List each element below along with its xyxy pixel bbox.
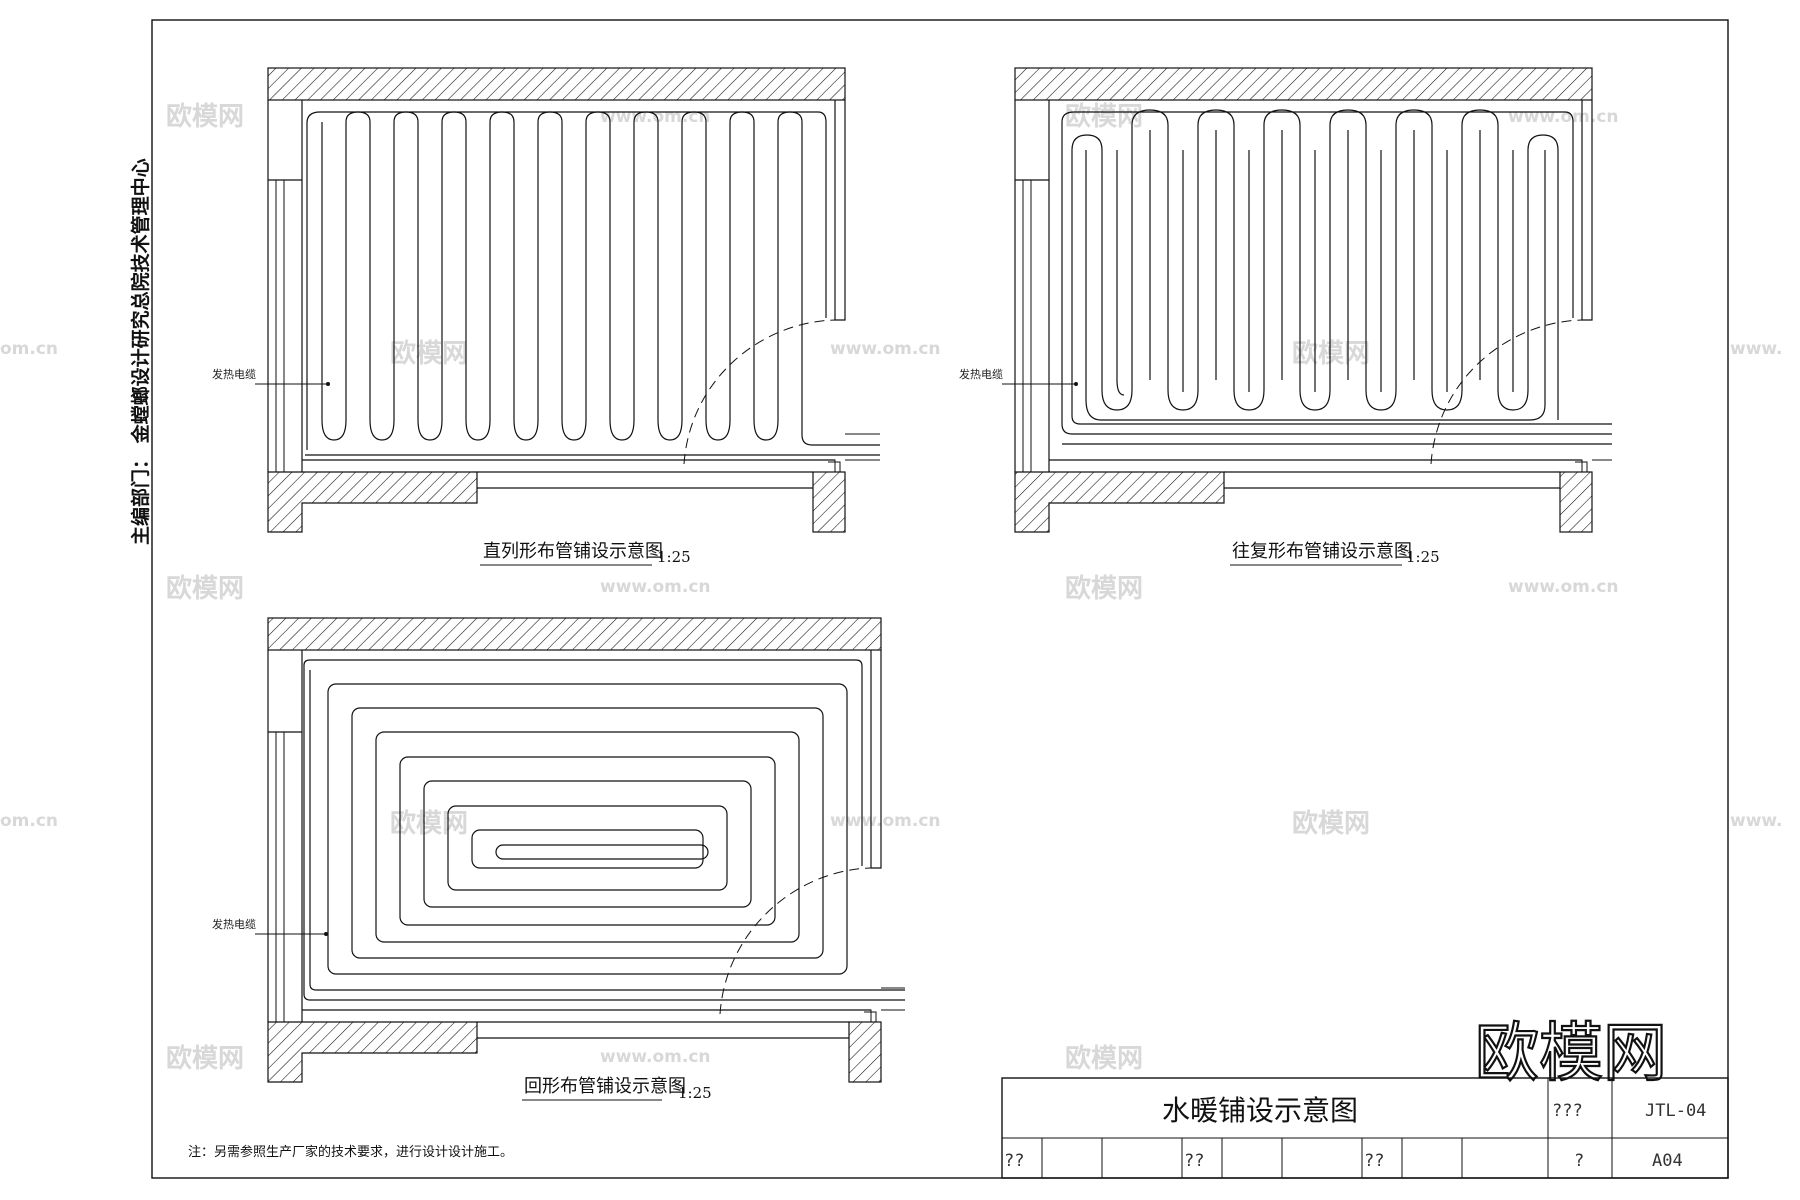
room-plan-straight: 发热电缆 直列形布管铺设示意图 1:25 (212, 67, 880, 566)
diagram-caption: 往复形布管铺设示意图 (1232, 541, 1412, 562)
heating-cable-outer-loop (1061, 111, 1612, 435)
title-block-cell: ?? (1184, 1151, 1204, 1171)
diagram-scale: 1:25 (678, 1084, 712, 1102)
watermark-url-partial: www. (1730, 811, 1783, 831)
watermark-brand: 欧模网 (1292, 808, 1370, 839)
watermark-layer: 欧模网 www.om.cn 欧模网 www.om.cn om.cn 欧模网 ww… (0, 101, 1783, 1074)
watermark-url: www.om.cn (600, 1047, 711, 1067)
drawing-number: JTL-04 (1645, 1101, 1706, 1121)
brand-logo-watermark: 欧模网 (1475, 1017, 1667, 1091)
watermark-brand: 欧模网 (1292, 338, 1370, 369)
watermark-url: www.om.cn (600, 107, 711, 127)
wall-top-hatch (267, 617, 882, 651)
wall-bottom-right-hatch (848, 1021, 882, 1083)
watermark-brand: 欧模网 (166, 101, 244, 132)
diagram-caption: 直列形布管铺设示意图 (483, 541, 663, 562)
title-block: 水暖铺设示意图 ??? JTL-04 ?? ?? ?? ? A04 (1001, 1077, 1729, 1179)
page-label: ? (1574, 1151, 1584, 1171)
room-plan-reciprocating: 发热电缆 往复形布管铺设示意图 1:25 (959, 67, 1612, 566)
heating-cable-spiral (303, 659, 905, 1001)
room-plan-spiral: 发热电缆 回形布管铺设示意图 1:25 (212, 617, 905, 1102)
diagram-scale: 1:25 (657, 548, 691, 566)
wall-top-hatch (1014, 67, 1593, 101)
watermark-url-partial: www. (1730, 339, 1783, 359)
title-block-cell: ?? (1364, 1151, 1384, 1171)
watermark-brand: 欧模网 (390, 338, 468, 369)
watermark-brand: 欧模网 (1065, 573, 1143, 604)
wall-bottom-right-hatch (1559, 471, 1593, 533)
watermark-brand: 欧模网 (166, 1043, 244, 1074)
cable-label: 发热电缆 (212, 367, 256, 381)
diagram-caption: 回形布管铺设示意图 (524, 1076, 686, 1097)
watermark-url: www.om.cn (830, 339, 941, 359)
wall-bottom-left-hatch (1014, 471, 1225, 533)
watermark-url: www.om.cn (1508, 107, 1619, 127)
watermark-brand: 欧模网 (166, 573, 244, 604)
watermark-url: www.om.cn (1508, 577, 1619, 597)
drawing-title: 水暖铺设示意图 (1162, 1094, 1358, 1127)
page-number: A04 (1652, 1151, 1683, 1171)
watermark-brand: 欧模网 (390, 808, 468, 839)
wall-top-hatch (267, 67, 846, 101)
watermark-url: www.om.cn (830, 811, 941, 831)
cable-label: 发热电缆 (959, 367, 1003, 381)
cable-label: 发热电缆 (212, 917, 256, 931)
watermark-url: www.om.cn (600, 577, 711, 597)
sheet-border (151, 19, 1729, 1179)
wall-bottom-right-hatch (812, 471, 846, 533)
design-note: 注：另需参照生产厂家的技术要求，进行设计设计施工。 (188, 1144, 513, 1160)
department-label: 主编部门： 金螳螂设计研究总院技术管理中心 (129, 158, 152, 545)
heating-cable-reciprocating (1062, 109, 1612, 445)
watermark-brand: 欧模网 (1065, 1043, 1143, 1074)
watermark-url-partial: om.cn (0, 339, 58, 359)
watermark-url-partial: om.cn (0, 811, 58, 831)
diagram-scale: 1:25 (1406, 548, 1440, 566)
watermark-brand: 欧模网 (1065, 101, 1143, 132)
title-block-label: ??? (1552, 1101, 1583, 1121)
title-block-cell: ?? (1004, 1151, 1024, 1171)
wall-bottom-left-hatch (267, 471, 478, 533)
heating-cable-straight (305, 111, 880, 456)
heating-cable-serpentine (321, 111, 880, 446)
wall-bottom-left-hatch (267, 1021, 478, 1083)
